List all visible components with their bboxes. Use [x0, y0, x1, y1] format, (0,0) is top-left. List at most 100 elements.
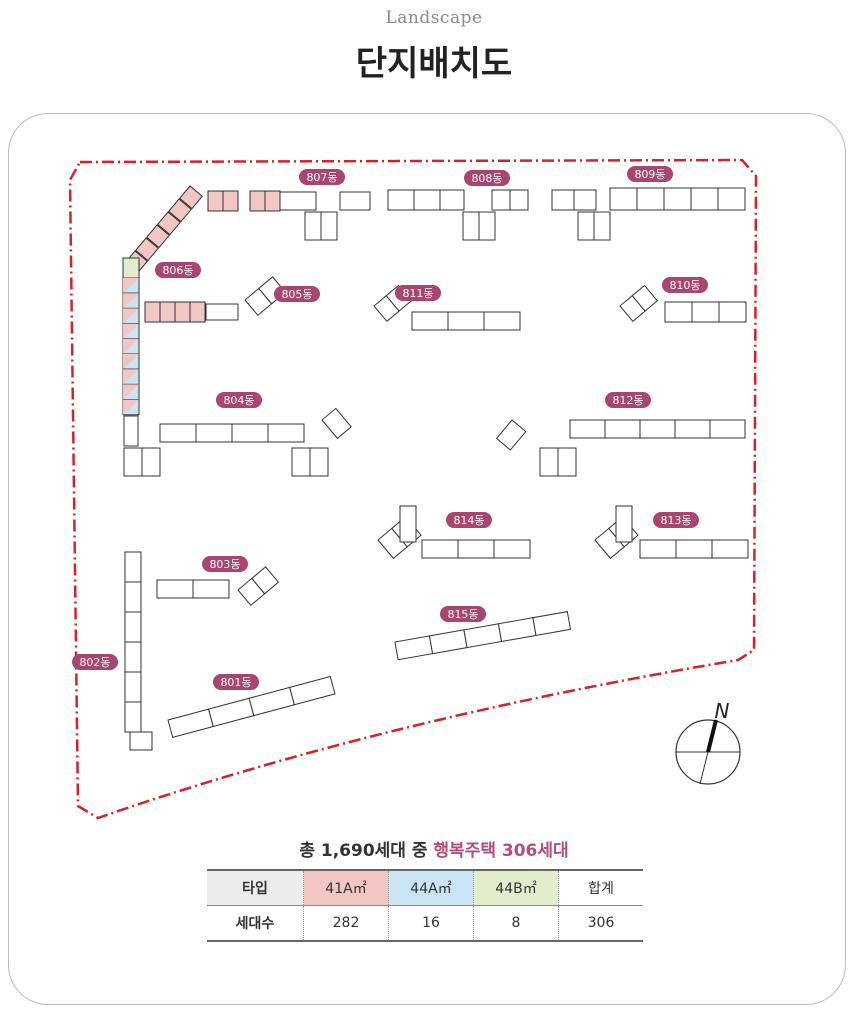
building-block — [569, 419, 746, 439]
building-block — [279, 191, 317, 211]
building-block — [491, 189, 529, 211]
unit-block-41a — [123, 293, 139, 309]
unit-block — [124, 551, 142, 583]
unit-block-41a — [123, 384, 139, 400]
building-block — [462, 211, 496, 241]
unit-block — [663, 187, 692, 211]
building-block — [439, 189, 465, 211]
unit-block — [279, 191, 317, 211]
unit-block — [167, 708, 214, 738]
unit-block — [447, 311, 485, 331]
unit-block — [123, 415, 139, 447]
unit-block — [478, 211, 496, 241]
building-label-805: 805동 — [274, 286, 320, 302]
compass-north-label: N — [715, 699, 730, 723]
unit-block — [320, 211, 338, 241]
unit-block — [615, 505, 633, 543]
building-block — [387, 189, 441, 211]
unit-block — [124, 581, 142, 613]
summary-total: 총 1,690세대 중 — [299, 841, 428, 861]
building-block — [205, 303, 239, 321]
building-block — [304, 211, 338, 241]
building-block — [539, 447, 577, 477]
unit-block — [604, 419, 641, 439]
value-total: 306 — [558, 905, 643, 942]
building-block — [577, 211, 611, 241]
building-label-text: 808동 — [471, 172, 502, 185]
unit-block-41a — [135, 237, 159, 262]
building-label-text: 801동 — [220, 676, 251, 689]
unit-block — [289, 675, 336, 706]
unit-block-41a — [179, 185, 203, 210]
unit-block — [664, 301, 693, 323]
unit-block — [248, 686, 295, 717]
building-label-807: 807동 — [299, 169, 345, 185]
unit-block — [413, 189, 441, 211]
unit-block — [483, 311, 521, 331]
header-total: 합계 — [558, 869, 643, 906]
building-block — [249, 190, 281, 212]
building-block — [615, 505, 633, 543]
unit-block — [124, 641, 142, 673]
unit-block-44b — [122, 257, 140, 279]
building-block — [159, 423, 305, 443]
unit-block — [577, 211, 595, 241]
building-block — [321, 407, 352, 440]
building-label-text: 814동 — [453, 514, 484, 527]
unit-block — [411, 311, 449, 331]
building-block — [167, 675, 336, 738]
value-44a: 16 — [388, 905, 474, 942]
unit-block-41a — [123, 369, 139, 385]
unit-block-41a — [123, 323, 139, 339]
building-label-804: 804동 — [216, 392, 262, 408]
building-block — [237, 566, 280, 607]
unit-block — [309, 447, 329, 477]
unit-block — [231, 423, 269, 443]
unit-block — [709, 419, 746, 439]
building-label-811: 811동 — [395, 285, 441, 301]
building-label-802: 802동 — [72, 654, 118, 670]
building-block — [144, 301, 206, 323]
unit-block — [124, 671, 142, 703]
table-header-row: 타입 41A㎡ 44A㎡ 44B㎡ 합계 — [207, 869, 643, 906]
building-label-text: 804동 — [223, 394, 254, 407]
building-block — [495, 419, 527, 451]
building-label-text: 803동 — [209, 558, 240, 571]
unit-block — [267, 423, 305, 443]
unit-block — [462, 211, 480, 241]
building-block — [639, 539, 749, 559]
unit-block — [192, 579, 230, 599]
building-block — [394, 611, 572, 661]
building-block — [156, 579, 230, 599]
unit-block — [639, 539, 677, 559]
unit-block — [495, 419, 527, 451]
header-44a: 44A㎡ — [388, 869, 474, 906]
unit-block-41a — [146, 224, 170, 249]
unit-block — [205, 303, 239, 321]
building-label-806: 806동 — [155, 262, 201, 278]
unit-block — [387, 189, 415, 211]
unit-block — [159, 423, 197, 443]
unit-block — [631, 284, 659, 312]
unit-block — [573, 189, 597, 211]
unit-block — [428, 629, 468, 655]
site-plan-card — [8, 113, 846, 1005]
building-label-801: 801동 — [213, 674, 259, 690]
building-label-812: 812동 — [605, 392, 651, 408]
unit-block-41a — [123, 338, 139, 354]
building-label-text: 807동 — [306, 171, 337, 184]
unit-block — [129, 731, 153, 751]
unit-block-41a — [123, 308, 139, 324]
building-label-813: 813동 — [653, 512, 699, 528]
unit-block — [124, 701, 142, 733]
unit-block — [291, 447, 311, 477]
unit-block — [551, 189, 575, 211]
building-block — [123, 447, 161, 477]
unit-block — [609, 187, 638, 211]
summary-highlight: 행복주택 306세대 — [433, 841, 569, 861]
unit-block — [497, 617, 537, 643]
building-block — [129, 731, 153, 751]
unit-block — [144, 301, 161, 323]
building-block — [291, 447, 329, 477]
value-44b: 8 — [473, 905, 559, 942]
